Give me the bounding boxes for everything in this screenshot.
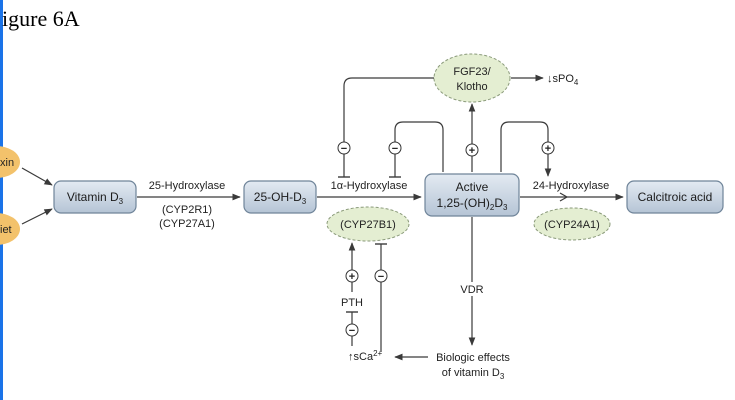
minus-symbol-pth: − bbox=[349, 325, 355, 337]
of-vitamin-d3-label: of vitamin D3 bbox=[442, 367, 505, 381]
plus-symbol-24-hydroxylase: + bbox=[545, 143, 551, 155]
vitamin-d3-box bbox=[53, 180, 137, 214]
plus-sign-24-hydroxylase bbox=[541, 141, 555, 155]
active-feedback-inhibition-line bbox=[394, 121, 444, 177]
active-label: Active bbox=[456, 180, 489, 194]
plus-symbol-fgf23: + bbox=[469, 145, 475, 157]
plus-sign-fgf23 bbox=[465, 143, 479, 157]
left-border-bar bbox=[0, 0, 3, 400]
pth-label: PTH bbox=[341, 297, 363, 309]
skin-input-label: xin bbox=[0, 157, 14, 169]
diet-input-blob bbox=[0, 213, 20, 245]
intermediate-chevron bbox=[559, 192, 569, 202]
minus-symbol-feedback: − bbox=[392, 143, 398, 155]
minus-sign-feedback bbox=[388, 141, 402, 155]
cyp27b1-ellipse bbox=[326, 206, 410, 242]
cyp2r1-label: (CYP2R1) bbox=[162, 204, 212, 216]
vitamin-d3-label: Vitamin D3 bbox=[67, 190, 124, 206]
active-stimulates-24-hydroxylase-line bbox=[500, 121, 552, 177]
25-oh-d3-box bbox=[243, 180, 317, 214]
diet-arrow bbox=[21, 208, 53, 225]
skin-arrow bbox=[21, 167, 53, 186]
vdr-label: VDR bbox=[460, 284, 483, 296]
vdr-label-bg bbox=[458, 282, 486, 296]
minus-sign-fgf23 bbox=[337, 141, 351, 155]
active-compound-label: 1,25-(OH)2D3 bbox=[437, 196, 508, 212]
klotho-label: Klotho bbox=[456, 81, 487, 93]
25-oh-d3-label: 25-OH-D3 bbox=[254, 190, 307, 206]
hydroxylase-24-label: 24-Hydroxylase bbox=[533, 180, 609, 192]
sca-label: ↑sCa2+ bbox=[348, 349, 383, 363]
minus-symbol-cyp27b1: − bbox=[378, 271, 384, 283]
calcitroic-acid-box bbox=[626, 180, 724, 214]
minus-sign-cyp27b1 bbox=[374, 269, 388, 283]
plus-sign-pth bbox=[345, 269, 359, 283]
spo4-label: ↓sPO4 bbox=[547, 73, 579, 87]
fgf23-label: FGF23/ bbox=[453, 66, 491, 78]
minus-symbol-fgf23: − bbox=[341, 143, 347, 155]
figure-title: igure 6A bbox=[2, 6, 80, 31]
cyp27a1-label: (CYP27A1) bbox=[159, 218, 215, 230]
calcitroic-acid-label: Calcitroic acid bbox=[638, 190, 713, 204]
cyp27b1-label: (CYP27B1) bbox=[340, 219, 396, 231]
cyp24a1-label: (CYP24A1) bbox=[544, 219, 600, 231]
diet-input-label: iet bbox=[0, 224, 12, 236]
active-vitamin-d-box bbox=[424, 173, 520, 217]
hydroxylase-25-label: 25-Hydroxylase bbox=[149, 180, 225, 192]
biologic-effects-label: Biologic effects bbox=[436, 352, 510, 364]
fgf23-inhibition-line bbox=[343, 77, 434, 177]
hydroxylase-1a-label: 1α-Hydroxylase bbox=[331, 180, 408, 192]
plus-symbol-pth: + bbox=[349, 271, 355, 283]
fgf23-klotho-ellipse bbox=[433, 53, 511, 103]
skin-input-blob bbox=[0, 146, 20, 178]
minus-sign-pth bbox=[345, 323, 359, 337]
cyp24a1-ellipse bbox=[533, 207, 611, 241]
